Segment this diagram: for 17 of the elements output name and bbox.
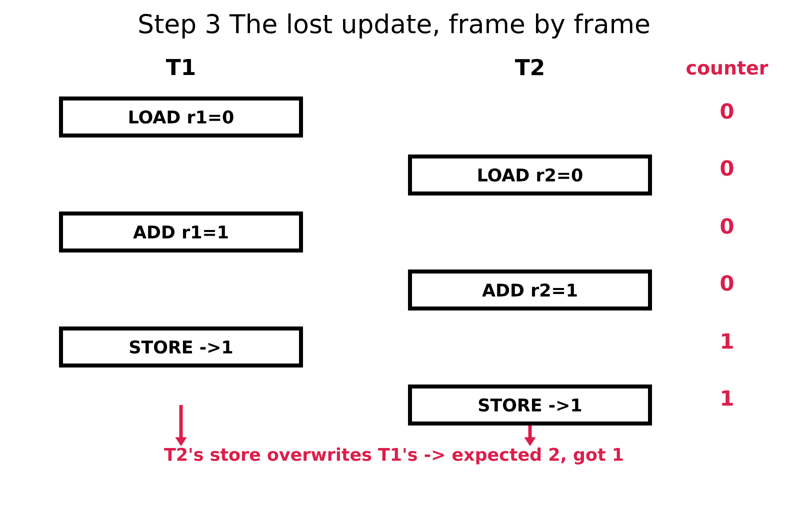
counter-value: 0 xyxy=(720,160,734,176)
counter-value: 1 xyxy=(722,390,733,406)
column-heading: T1 xyxy=(166,59,195,75)
counter-value: 0 xyxy=(720,103,734,119)
note-text: T2's store overwrites T1's -> expected 2, got 1 xyxy=(164,447,623,464)
counter-value: 0 xyxy=(720,275,734,291)
step-box: ADD r1=1 xyxy=(59,212,303,252)
step-box: STORE ->1 xyxy=(408,384,652,426)
step-box: LOAD r1=0 xyxy=(59,96,303,138)
counter-value: 1 xyxy=(722,333,733,349)
column-heading: counter xyxy=(686,61,768,75)
step-box: ADD r2=1 xyxy=(408,270,652,310)
counter-value: 0 xyxy=(720,218,734,234)
step-box: STORE ->1 xyxy=(59,326,303,368)
title: Step 3 The lost update, frame by frame xyxy=(139,13,650,39)
step-box: LOAD r2=0 xyxy=(408,154,652,196)
column-heading: T2 xyxy=(515,58,544,76)
